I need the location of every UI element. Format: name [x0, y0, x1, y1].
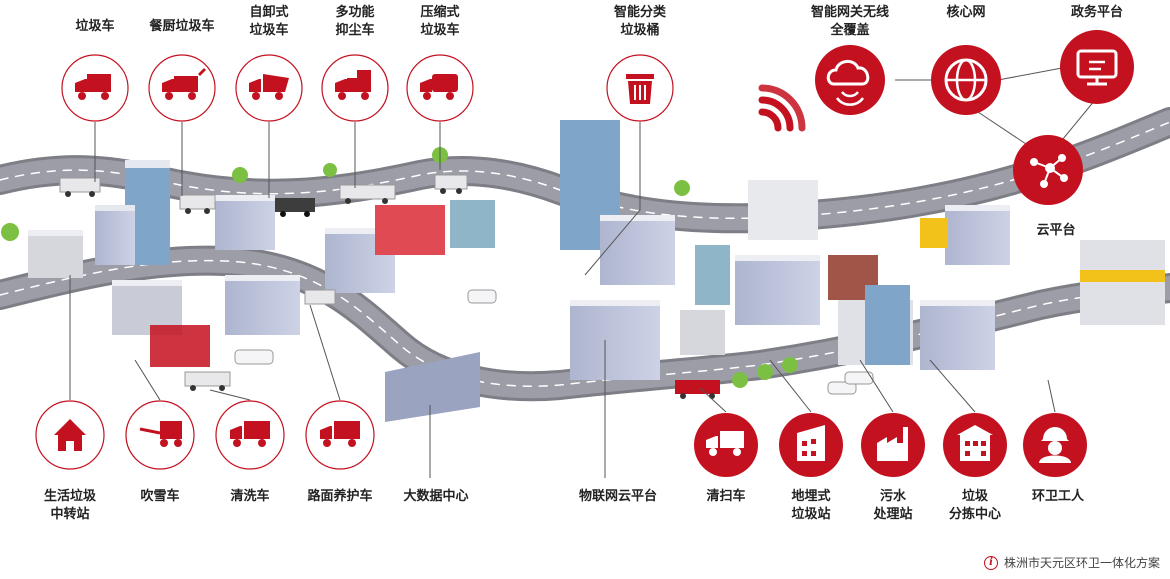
building: [945, 205, 1010, 265]
label-dust-suppression-truck: 多功能抑尘车: [335, 5, 375, 38]
smart-bin-icon: [606, 54, 674, 122]
label-underground-station: 地埋式垃圾站: [791, 489, 831, 522]
garbage-truck-icon: [61, 54, 129, 122]
dust-suppression-truck-icon: [321, 54, 389, 122]
wireless-gateway-icon: [815, 45, 885, 115]
building: [215, 195, 275, 250]
label-garbage-truck: 垃圾车: [75, 19, 115, 34]
vehicle: [467, 289, 497, 304]
label-snow-blower-truck: 吹雪车: [140, 489, 180, 504]
dump-truck-icon: [235, 54, 303, 122]
vehicle: [304, 289, 336, 305]
worker-icon: [1023, 413, 1087, 477]
label-compression-truck: 压缩式垃圾车: [420, 5, 460, 38]
building: [95, 205, 135, 265]
vehicle: [434, 174, 468, 194]
monitor-icon: [1060, 30, 1134, 104]
road-maintenance-truck-icon: [305, 400, 375, 470]
vehicle: [275, 198, 315, 217]
globe-icon: [931, 45, 1001, 115]
wifi-signal-icon: [758, 84, 806, 132]
building: [1080, 240, 1165, 325]
label-dump-truck: 自卸式垃圾车: [249, 5, 289, 38]
vehicle: [184, 371, 231, 391]
vehicle: [59, 177, 101, 197]
label-sanitation-worker: 环卫工人: [1031, 489, 1085, 504]
building: [748, 180, 818, 240]
label-gov-platform: 政务平台: [1070, 5, 1124, 20]
label-smart-bin: 智能分类垃圾桶: [613, 5, 667, 38]
city-buildings: [28, 120, 1165, 422]
building: [695, 245, 730, 305]
sorting-center-icon: [943, 413, 1007, 477]
building: [735, 255, 820, 325]
footer-text: 株洲市天元区环卫一体化方案: [1003, 556, 1160, 570]
footer-caption: i 株洲市天元区环卫一体化方案: [983, 554, 1160, 571]
label-cleaning-truck: 清洗车: [230, 489, 270, 504]
building: [570, 300, 660, 380]
label-big-data-center: 大数据中心: [403, 489, 469, 504]
house-icon: [35, 400, 105, 470]
underground-station-icon: [779, 413, 843, 477]
building: [28, 230, 83, 278]
cloud-platform-icon: [1013, 135, 1083, 205]
label-transfer-station: 生活垃圾中转站: [43, 489, 97, 522]
kitchen-garbage-truck-icon: [148, 54, 216, 122]
connector-lines: [69, 67, 1096, 478]
building: [225, 275, 300, 335]
building: [920, 218, 948, 248]
vehicle: [827, 381, 857, 395]
label-road-maintenance-truck: 路面养护车: [307, 489, 373, 504]
label-sorting-center: 垃圾分拣中心: [948, 489, 1002, 522]
building: [680, 310, 725, 355]
label-wireless-gateway: 智能网关无线全覆盖: [810, 5, 890, 38]
snow-blower-truck-icon: [125, 400, 195, 470]
building: [865, 285, 910, 365]
vehicle: [339, 184, 396, 204]
building: [920, 300, 995, 370]
info-icon: i: [983, 555, 998, 570]
vehicles: [59, 174, 874, 399]
building: [150, 325, 210, 367]
compression-truck-icon: [406, 54, 474, 122]
vehicle: [234, 349, 274, 365]
sweeper-truck-icon: [694, 413, 758, 477]
label-sewage-station: 污水处理站: [873, 489, 913, 522]
vehicle: [179, 194, 216, 214]
building: [450, 200, 495, 248]
label-core-network: 核心网: [946, 5, 986, 20]
label-cloud-platform: 云平台: [1036, 223, 1076, 238]
building: [385, 352, 480, 422]
building: [375, 205, 445, 255]
trees: [1, 147, 798, 388]
cleaning-truck-icon: [215, 400, 285, 470]
vehicle: [844, 371, 874, 385]
label-sweeper-truck: 清扫车: [706, 489, 746, 504]
label-kitchen-garbage-truck: 餐厨垃圾车: [149, 19, 215, 34]
building: [600, 215, 675, 285]
factory-icon: [861, 413, 925, 477]
label-iot-cloud-platform: 物联网云平台: [578, 489, 658, 504]
vehicle: [675, 380, 720, 399]
